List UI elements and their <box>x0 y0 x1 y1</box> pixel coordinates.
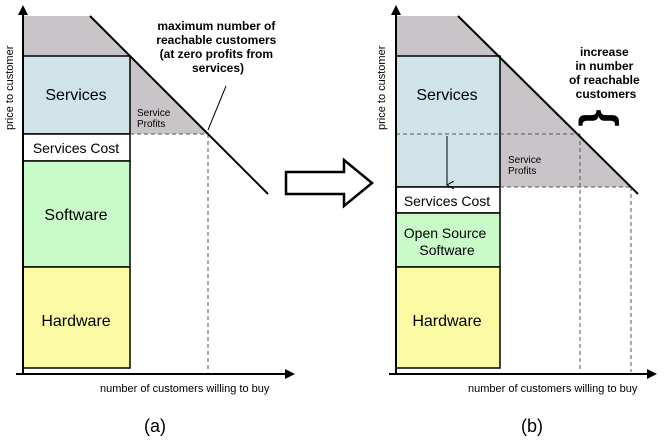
open-source-software-label: Open Source Software <box>404 225 490 258</box>
services-block <box>395 55 501 188</box>
services-label: Services <box>45 87 106 104</box>
service-profits-label: Service Profits <box>137 108 173 130</box>
brace-icon: } <box>571 109 620 126</box>
top-price-wedge <box>396 16 500 56</box>
top-price-wedge <box>23 16 130 56</box>
services-label: Services <box>416 87 477 104</box>
services-cost-label: Services Cost <box>404 193 490 209</box>
software-block <box>22 160 131 268</box>
transition-arrow <box>284 157 374 209</box>
service-profits-label: Service Profits <box>508 155 544 177</box>
caption-b: (b) <box>521 416 543 436</box>
demand-curve <box>89 15 269 195</box>
x-axis-label: number of customers willing to buy <box>100 383 270 395</box>
y-axis-label: price to customer <box>376 45 388 130</box>
panel-b: Services Services Cost Open Source Softw… <box>376 5 657 436</box>
annotation-pointer <box>207 85 227 131</box>
max-customers-annotation: maximum number of reachable customers (a… <box>156 19 279 75</box>
panel-a: Services Services Cost Software Hardware… <box>4 5 295 436</box>
hardware-label: Hardware <box>412 313 481 330</box>
hardware-label: Hardware <box>41 313 110 330</box>
increase-customers-annotation: increase in number of reachable customer… <box>569 45 643 101</box>
services-cost-label: Services Cost <box>33 140 119 156</box>
caption-a: (a) <box>144 416 166 436</box>
software-label: Software <box>44 207 107 224</box>
demand-curve <box>457 15 639 195</box>
y-axis-label: price to customer <box>4 45 16 130</box>
x-axis-label: number of customers willing to buy <box>468 383 638 395</box>
